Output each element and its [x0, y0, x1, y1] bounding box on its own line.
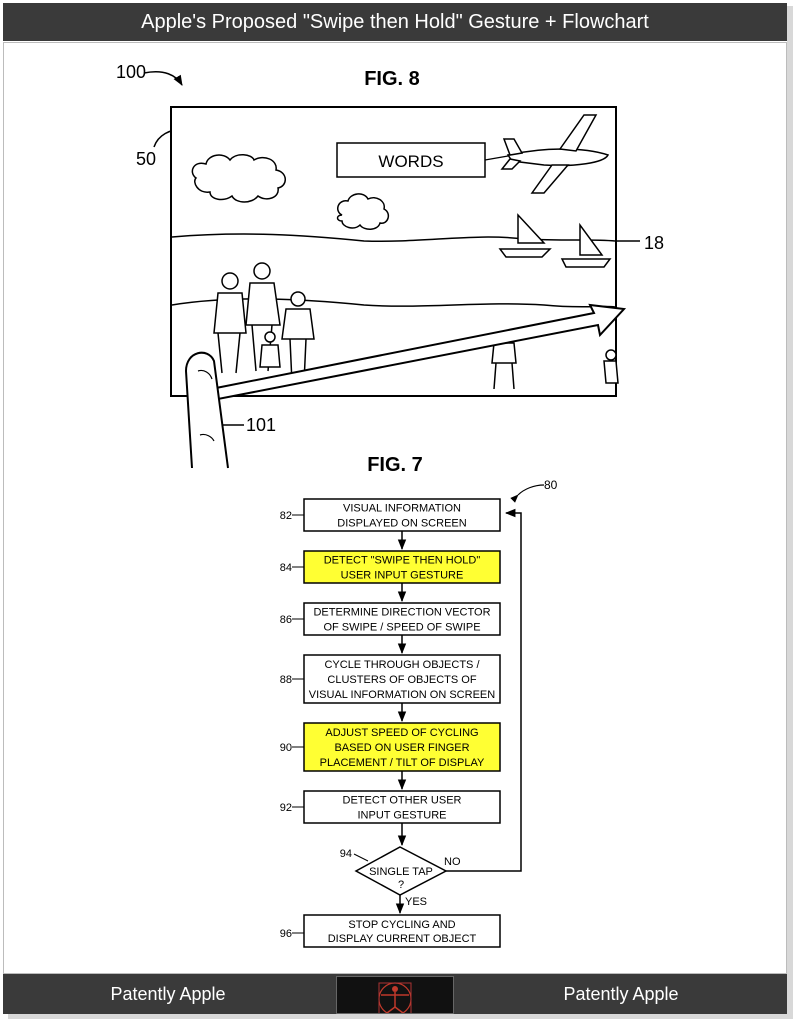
ref-label-96: 96: [280, 928, 292, 940]
decision-label: SINGLE TAP: [369, 866, 433, 878]
horizon-line: [171, 233, 616, 243]
ref-label-82: 82: [280, 510, 292, 522]
final-step-line-1: STOP CYCLING AND: [348, 919, 455, 931]
loop-back-arrow: [446, 508, 522, 872]
flow-step-86-line-1: DETERMINE DIRECTION VECTOR: [313, 607, 490, 619]
flow-step-90: [303, 722, 501, 772]
flow-step-88-line-3: VISUAL INFORMATION ON SCREEN: [309, 689, 495, 701]
fig7-title: FIG. 7: [367, 454, 423, 476]
finger-illustration: [184, 351, 229, 469]
ref-label-92: 92: [280, 802, 292, 814]
flow-step-84-line-2: USER INPUT GESTURE: [341, 570, 464, 582]
ref-label-94: 94: [340, 848, 352, 860]
flow-step-92-line-2: INPUT GESTURE: [357, 810, 446, 822]
family-illustration: [213, 262, 315, 384]
fig8-title: FIG. 8: [364, 68, 420, 90]
flow-step-82-line-2: DISPLAYED ON SCREEN: [337, 518, 466, 530]
flow-step-82: [303, 498, 501, 532]
beach-person-illustration: [491, 342, 517, 390]
flow-step-90-line-2: BASED ON USER FINGER: [334, 742, 469, 754]
final-step-line-2: DISPLAY CURRENT OBJECT: [328, 933, 477, 945]
decision-no-label: NO: [444, 856, 461, 868]
footer-brand-left: Patently Apple: [110, 984, 226, 1004]
fig8-illustration: FIG. 8 100 50 WORDS: [116, 62, 664, 469]
ref-label-101: 101: [246, 415, 276, 435]
cloud-illustration: [336, 193, 390, 230]
flow-step-90-line-1: ADJUST SPEED OF CYCLING: [325, 727, 478, 739]
flow-step-88-line-2: CLUSTERS OF OBJECTS OF: [327, 674, 476, 686]
fig7-flowchart: FIG. 7 80 VISUAL INFORMATION DISPLAYED ON…: [280, 454, 558, 948]
ref-arrow-80: [510, 484, 545, 503]
ref-label-90: 90: [280, 742, 292, 754]
sailboat-illustration: [498, 213, 612, 268]
page-footer: Patently Apple Patently Apple: [3, 974, 787, 1014]
flow-step-88-line-1: CYCLE THROUGH OBJECTS /: [324, 659, 480, 671]
dog-illustration: [603, 349, 619, 384]
flow-step-84-line-1: DETECT "SWIPE THEN HOLD": [324, 555, 481, 567]
flow-step-90-line-3: PLACEMENT / TILT OF DISPLAY: [320, 757, 485, 769]
flow-step-96: [303, 914, 501, 948]
patent-figure-panel: FIG. 8 100 50 WORDS: [3, 42, 787, 974]
decision-question-mark: ?: [398, 879, 404, 891]
swipe-arrow: [214, 303, 627, 401]
plane-banner: [336, 142, 486, 178]
decision-yes-label: YES: [405, 896, 427, 908]
vitruvian-icon: [378, 982, 412, 1013]
flow-step-86-line-2: OF SWIPE / SPEED OF SWIPE: [323, 622, 480, 634]
banner-tow-line: [484, 155, 509, 161]
frame-shadow-bottom: [8, 1014, 793, 1019]
frame-shadow-right: [787, 6, 793, 1016]
footer-brand-right: Patently Apple: [563, 984, 679, 1004]
ref-label-50: 50: [136, 149, 156, 169]
page-title: Apple's Proposed "Swipe then Hold" Gestu…: [3, 3, 787, 41]
ref-label-80: 80: [544, 478, 558, 492]
ref-label-84: 84: [280, 562, 292, 574]
vitruvian-logo: [336, 976, 454, 1014]
flowchart-steps: VISUAL INFORMATION DISPLAYED ON SCREEN 82D…: [280, 498, 501, 847]
flow-step-88: [303, 654, 501, 704]
airplane-illustration: [500, 114, 610, 194]
ref-label-100: 100: [116, 62, 146, 82]
cloud-illustration: [191, 154, 286, 203]
banner-text: WORDS: [378, 152, 443, 171]
ref-label-18: 18: [644, 233, 664, 253]
flow-step-82-line-1: VISUAL INFORMATION: [343, 503, 461, 515]
ref-label-86: 86: [280, 614, 292, 626]
ref-arrow-100: [143, 71, 183, 86]
flow-step-84: [303, 550, 501, 584]
ref-label-88: 88: [280, 674, 292, 686]
flow-step-92-line-1: DETECT OTHER USER: [343, 795, 462, 807]
patent-figures: FIG. 8 100 50 WORDS: [116, 62, 664, 948]
